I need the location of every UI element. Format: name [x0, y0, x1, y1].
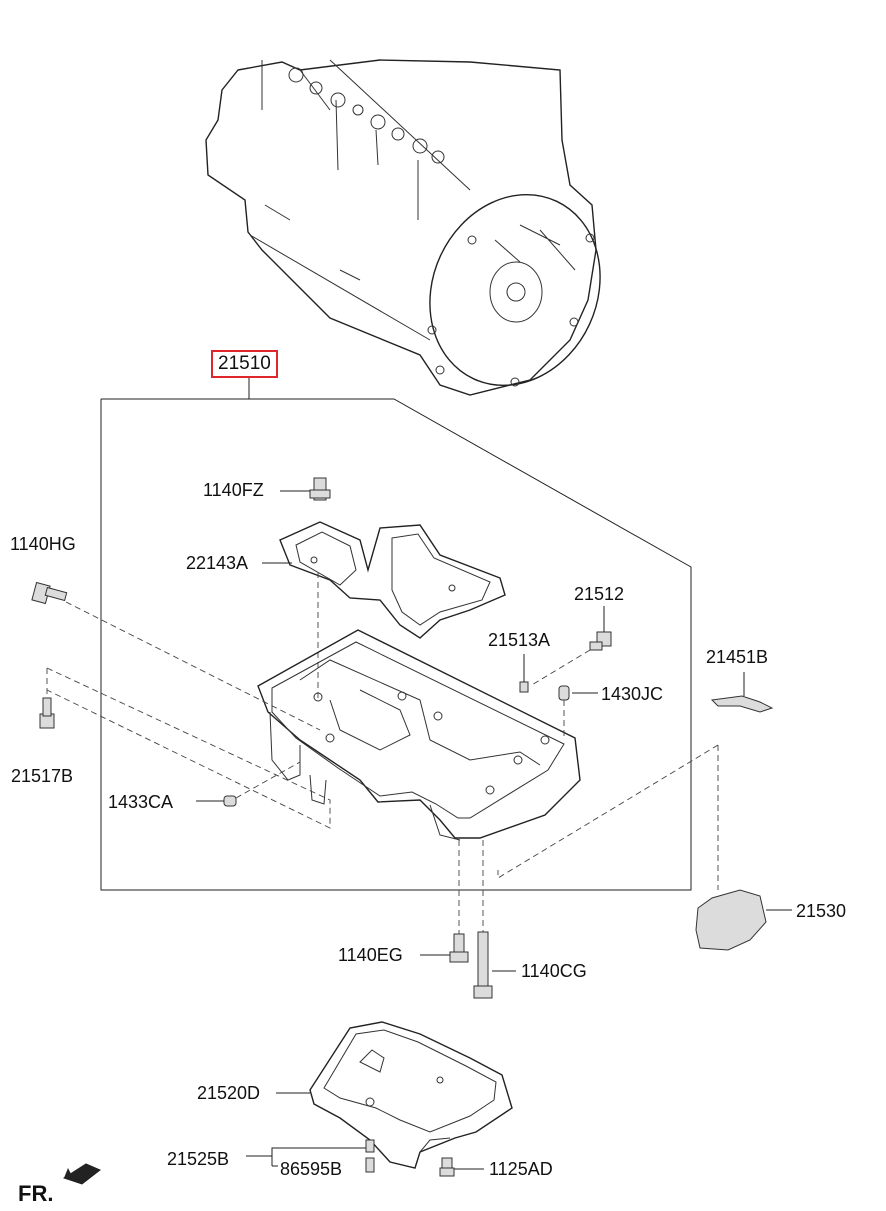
- part-label-21512: 21512: [574, 584, 625, 604]
- part-label-1140cg: 1140CG: [521, 961, 587, 981]
- assembly-outline: [100, 376, 692, 891]
- part-label-21530: 21530: [796, 901, 847, 921]
- part-label-1433ca: 1433CA: [108, 792, 174, 812]
- bolt-1125ad: [439, 1157, 484, 1177]
- bolt-1140fz: [280, 477, 331, 501]
- bolt-21517b: [39, 667, 331, 829]
- bolt-1140eg: [420, 840, 469, 963]
- cover-21530: [497, 744, 792, 951]
- flywheel-housing: [427, 193, 601, 387]
- lower-pan-21520d: [276, 1021, 513, 1169]
- part-label-86595b: 86595B: [280, 1159, 343, 1179]
- oil-pan-upper: [257, 629, 581, 841]
- part-label-1140eg: 1140EG: [338, 945, 403, 965]
- part-label-1140hg: 1140HG: [10, 534, 76, 554]
- bolt-1140hg: [31, 581, 321, 731]
- part-label-21517b: 21517B: [11, 766, 74, 786]
- gasket-22143a: [262, 521, 506, 700]
- part-label-1125ad: 1125AD: [489, 1159, 553, 1179]
- dowel-1433ca: [196, 761, 301, 807]
- plugs-21525b-86595b: [246, 1139, 375, 1173]
- baffle-21451b: [710, 672, 774, 713]
- part-label-21451b: 21451B: [706, 647, 769, 667]
- part-label-1140fz: 1140FZ: [203, 480, 264, 500]
- part-label-21525b: 21525B: [167, 1149, 230, 1169]
- front-arrow-icon: [62, 1163, 101, 1185]
- drain-plug-21512: [529, 606, 612, 687]
- bolt-1140cg: [473, 840, 516, 999]
- engine-block: [205, 59, 601, 396]
- dowel-1430jc: [558, 685, 598, 740]
- drain-gasket-21513a: [519, 654, 529, 693]
- front-direction-label: FR.: [18, 1181, 54, 1206]
- head-ports: [288, 67, 445, 164]
- part-label-21520d: 21520D: [197, 1083, 261, 1103]
- part-label-21510: 21510: [211, 350, 278, 378]
- part-label-1430jc: 1430JC: [601, 684, 664, 704]
- part-label-22143a: 22143A: [186, 553, 249, 573]
- part-label-21513a: 21513A: [488, 630, 551, 650]
